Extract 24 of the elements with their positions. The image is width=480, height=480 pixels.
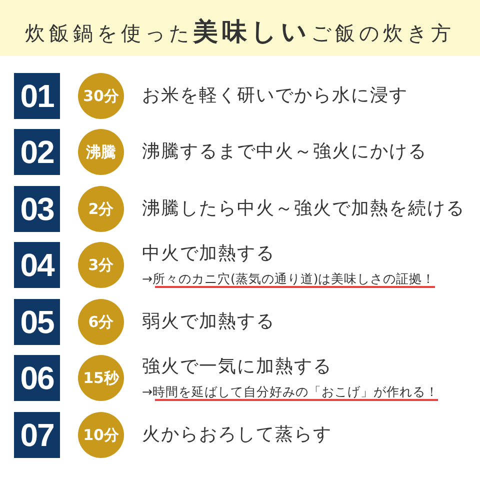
step-number-badge: 06 [14, 355, 60, 401]
time-badge: 30分 [78, 72, 124, 118]
time-badge: 沸騰 [78, 129, 124, 175]
tip-text: →所々のカニ穴(蒸気の通り道)は美味しさの証拠！ [142, 272, 436, 285]
step-number-badge: 01 [14, 72, 60, 118]
step-number-badge: 04 [14, 242, 60, 288]
step-text: 強火で一気に加熱する [142, 356, 332, 378]
step-text: 弱火で加熱する [142, 310, 275, 333]
time-badge: 2分 [78, 186, 124, 232]
step-text: 沸騰したら中火～強火で加熱を続ける [142, 197, 465, 220]
time-badge: 10分 [78, 412, 124, 458]
time-badge: 15秒 [78, 355, 124, 401]
step-number-badge: 03 [14, 186, 60, 232]
step-text: 沸騰するまで中火～強火にかける [142, 140, 427, 164]
step-text: 火からおろして蒸らす [142, 423, 332, 446]
step-text: お米を軽く研いでから水に浸す [142, 84, 408, 107]
title: 炊飯鍋を使った美味しいご飯の炊き方 [25, 17, 455, 47]
time-badge: 6分 [78, 298, 124, 344]
step-number-badge: 07 [14, 412, 60, 458]
step-number-badge: 05 [14, 298, 60, 344]
step-number-badge: 02 [14, 129, 60, 175]
tip-text: →時間を延ばして自分好みの「おこげ」が作れる！ [142, 385, 438, 398]
time-badge: 3分 [78, 242, 124, 288]
step-text: 中火で加熱する [142, 242, 275, 266]
